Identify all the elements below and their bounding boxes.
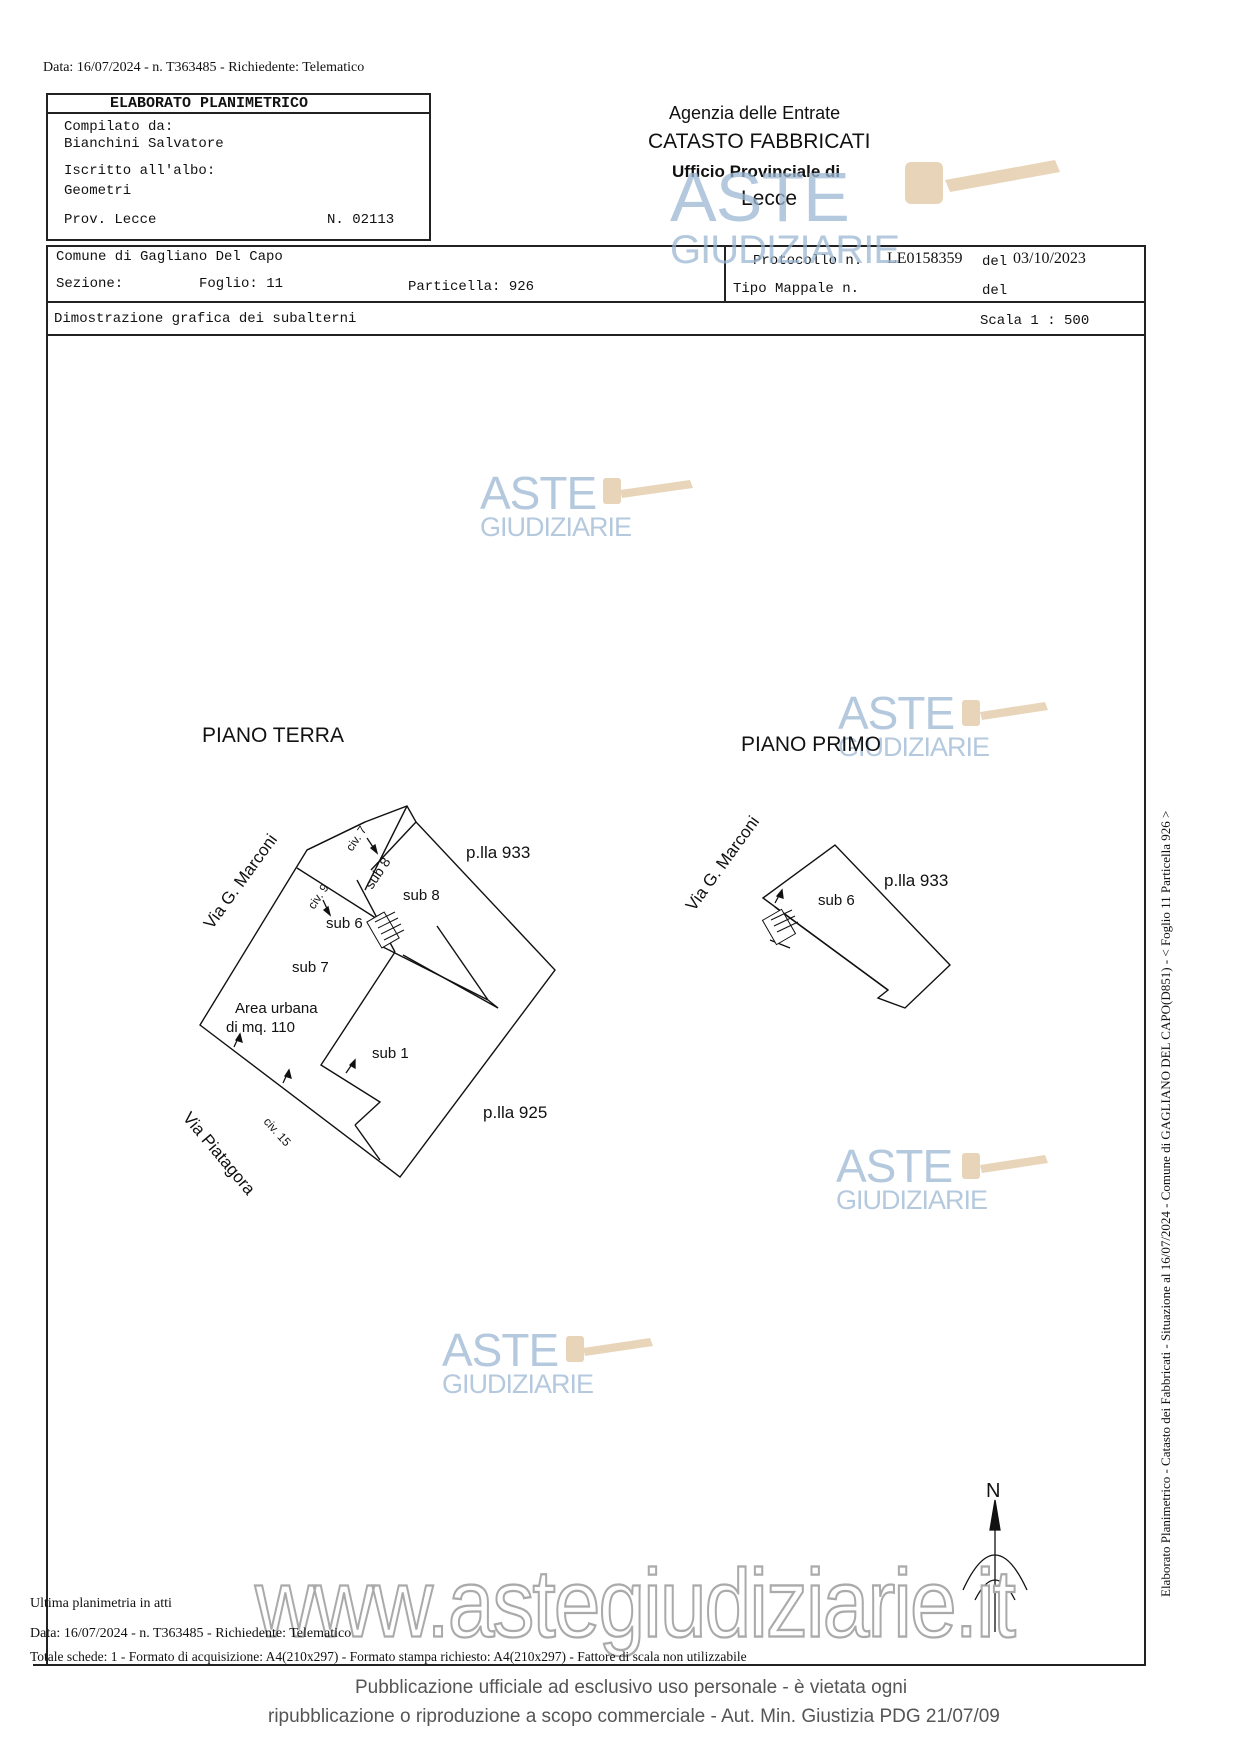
plla-933-primo: p.lla 933 [884,871,948,890]
protocollo-number: LE0158359 [887,250,963,267]
sub6-boundary [306,821,366,851]
provincia: Prov. Lecce [64,212,157,228]
watermark-text: ASTE [442,1324,559,1376]
watermark-subtext: GIUDIZIARIE [442,1369,594,1399]
comune: Comune di Gagliano Del Capo [56,249,283,265]
catasto-title: CATASTO FABBRICATI [648,130,871,153]
area-urbana-line2: di mq. 110 [226,1019,295,1036]
subtitle: Dimostrazione grafica dei subalterni [54,311,357,327]
protocollo-label: Protocollo n. [753,253,863,269]
subtitle-box [46,301,1146,336]
document-title: ELABORATO PLANIMETRICO [110,95,309,112]
scale: Scala 1 : 500 [980,313,1090,329]
plla-933-terra: p.lla 933 [466,843,530,862]
north-label: N [986,1480,1000,1502]
watermark-subtext: GIUDIZIARIE [838,732,990,762]
top-info: Data: 16/07/2024 - n. T363485 - Richiede… [43,60,365,75]
footer-totale: Totale schede: 1 - Formato di acquisizio… [30,1649,747,1664]
header-divider [46,112,431,114]
sub6-primo-label: sub 6 [818,892,855,909]
civ-7: civ. 7 [343,823,370,854]
area-urbana-line1: Area urbana [235,1000,318,1017]
iscritto-label: Iscritto all'albo: [64,163,216,179]
footer-data: Data: 16/07/2024 - n. T363485 - Richiede… [30,1626,352,1641]
watermark-4: ASTE GIUDIZIARIE [442,1324,594,1399]
watermark-3: ASTE GIUDIZIARIE [836,1140,988,1215]
header-box [46,93,431,241]
watermark-subtext: GIUDIZIARIE [670,228,900,272]
protocollo-date: 03/10/2023 [1013,250,1086,267]
agency-name: Agenzia delle Entrate [669,103,841,123]
foglio: Foglio: 11 [199,276,284,292]
north-arrow [962,1499,1028,1632]
compilato-name: Bianchini Salvatore [64,136,224,152]
ultima-planimetria: Ultima planimetria in atti [30,1596,172,1611]
watermark-1: ASTE GIUDIZIARIE [480,467,632,542]
civ-15: civ. 15 [261,1115,294,1150]
via-marconi-primo: Via G. Marconi [682,812,763,914]
ufficio-label: Ufficio Provinciale di [672,162,841,181]
sub8-label: sub 8 [403,887,440,904]
watermark-text: ASTE [838,687,955,739]
via-piatagora: Via Piatagora [179,1108,259,1199]
watermark-2: ASTE GIUDIZIARIE [838,687,990,762]
watermark-text: ASTE [670,158,850,236]
ufficio-city: Lecce [741,187,798,210]
publication-notice-2: ripubblicazione o riproduzione a scopo c… [268,1706,1000,1727]
sezione: Sezione: [56,276,124,292]
tipo-mappale-del: del [982,283,1008,299]
particella: Particella: 926 [408,279,535,295]
compilato-label: Compilato da: [64,119,174,135]
info-divider [724,245,726,303]
watermark-text: ASTE [836,1140,953,1192]
publication-notice-1: Pubblicazione ufficiale ad esclusivo uso… [355,1677,908,1698]
watermark-subtext: GIUDIZIARIE [480,512,632,542]
tipo-mappale: Tipo Mappale n. [733,281,860,297]
sub1-label: sub 1 [372,1045,409,1062]
sub7-label: sub 7 [292,959,329,976]
watermark-text: ASTE [480,467,597,519]
watermark-header: ASTE GIUDIZIARIE [670,158,900,272]
plla-925: p.lla 925 [483,1103,547,1122]
piano-terra-label: PIANO TERRA [202,724,344,747]
piano-primo-label: PIANO PRIMO [741,733,881,756]
sub8-small-label: sub 8 [361,854,394,892]
numero-albo: N. 02113 [327,212,395,228]
url-watermark: www.astegiudiziarie.it [254,1548,1017,1658]
iscritto-value: Geometri [64,183,132,199]
protocollo-del: del [982,254,1008,270]
frame-left [46,336,48,1666]
frame-bottom [33,1664,1146,1666]
watermark-subtext: GIUDIZIARIE [836,1185,988,1215]
frame-right [1144,336,1146,1666]
sub6-label: sub 6 [326,915,363,932]
via-marconi-terra: Via G. Marconi [200,830,281,932]
